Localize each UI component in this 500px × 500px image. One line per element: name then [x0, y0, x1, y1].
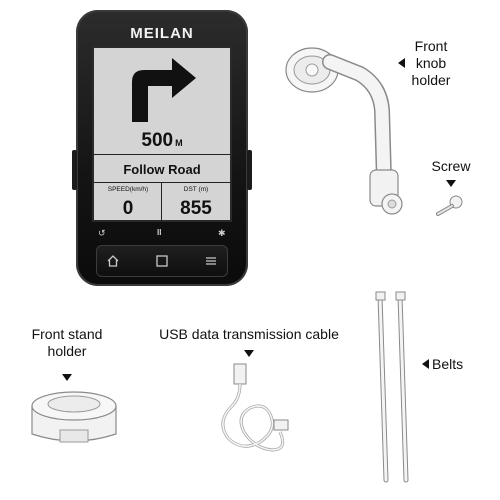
- back-icon: ↺: [98, 228, 106, 238]
- label-line: holder: [47, 343, 87, 359]
- belts-label: Belts: [432, 356, 464, 372]
- side-button-left[interactable]: [72, 150, 77, 190]
- home-icon[interactable]: [106, 254, 120, 268]
- label-line: knob: [415, 55, 447, 71]
- screen-divider: [94, 182, 230, 183]
- menu-icon[interactable]: [204, 254, 218, 268]
- front-stand-holder-label: Front stand holder: [12, 326, 122, 360]
- usb-cable-label: USB data transmission cable: [159, 326, 339, 342]
- brand-logo: MEILAN: [130, 25, 194, 42]
- pointer-arrow-icon: [244, 350, 254, 357]
- usb-cable-image: [221, 363, 289, 452]
- label-line: Front: [414, 38, 448, 54]
- screw-label: Screw: [431, 158, 471, 174]
- screw-image: [436, 195, 463, 216]
- screen-divider: [94, 154, 230, 155]
- front-stand-holder-image: [31, 391, 117, 443]
- pointer-arrow-icon: [398, 58, 405, 68]
- pointer-arrow-icon: [446, 180, 456, 187]
- distance-field-caption: DST (m): [183, 186, 209, 193]
- belts-image: [375, 291, 409, 483]
- label-line: holder: [411, 72, 451, 88]
- front-knob-holder-label: Front knob holder: [408, 38, 454, 89]
- field-divider: [161, 182, 162, 222]
- side-button-right[interactable]: [247, 150, 252, 190]
- pointer-arrow-icon: [422, 359, 429, 369]
- speed-value: 0: [122, 198, 134, 219]
- speed-caption: SPEED(km/h): [107, 186, 149, 193]
- label-line: Front stand: [31, 326, 103, 342]
- square-icon[interactable]: [155, 254, 169, 268]
- turn-right-arrow-icon: [132, 58, 196, 122]
- route-instruction: Follow Road: [123, 162, 201, 177]
- light-icon: ✱: [218, 228, 226, 238]
- distance-field-value: 855: [180, 198, 212, 219]
- distance-value: 500: [141, 130, 174, 151]
- pointer-arrow-icon: [62, 374, 72, 381]
- distance-unit: M: [175, 138, 183, 148]
- pause-icon: II: [157, 228, 162, 237]
- front-knob-holder-image: [285, 47, 403, 215]
